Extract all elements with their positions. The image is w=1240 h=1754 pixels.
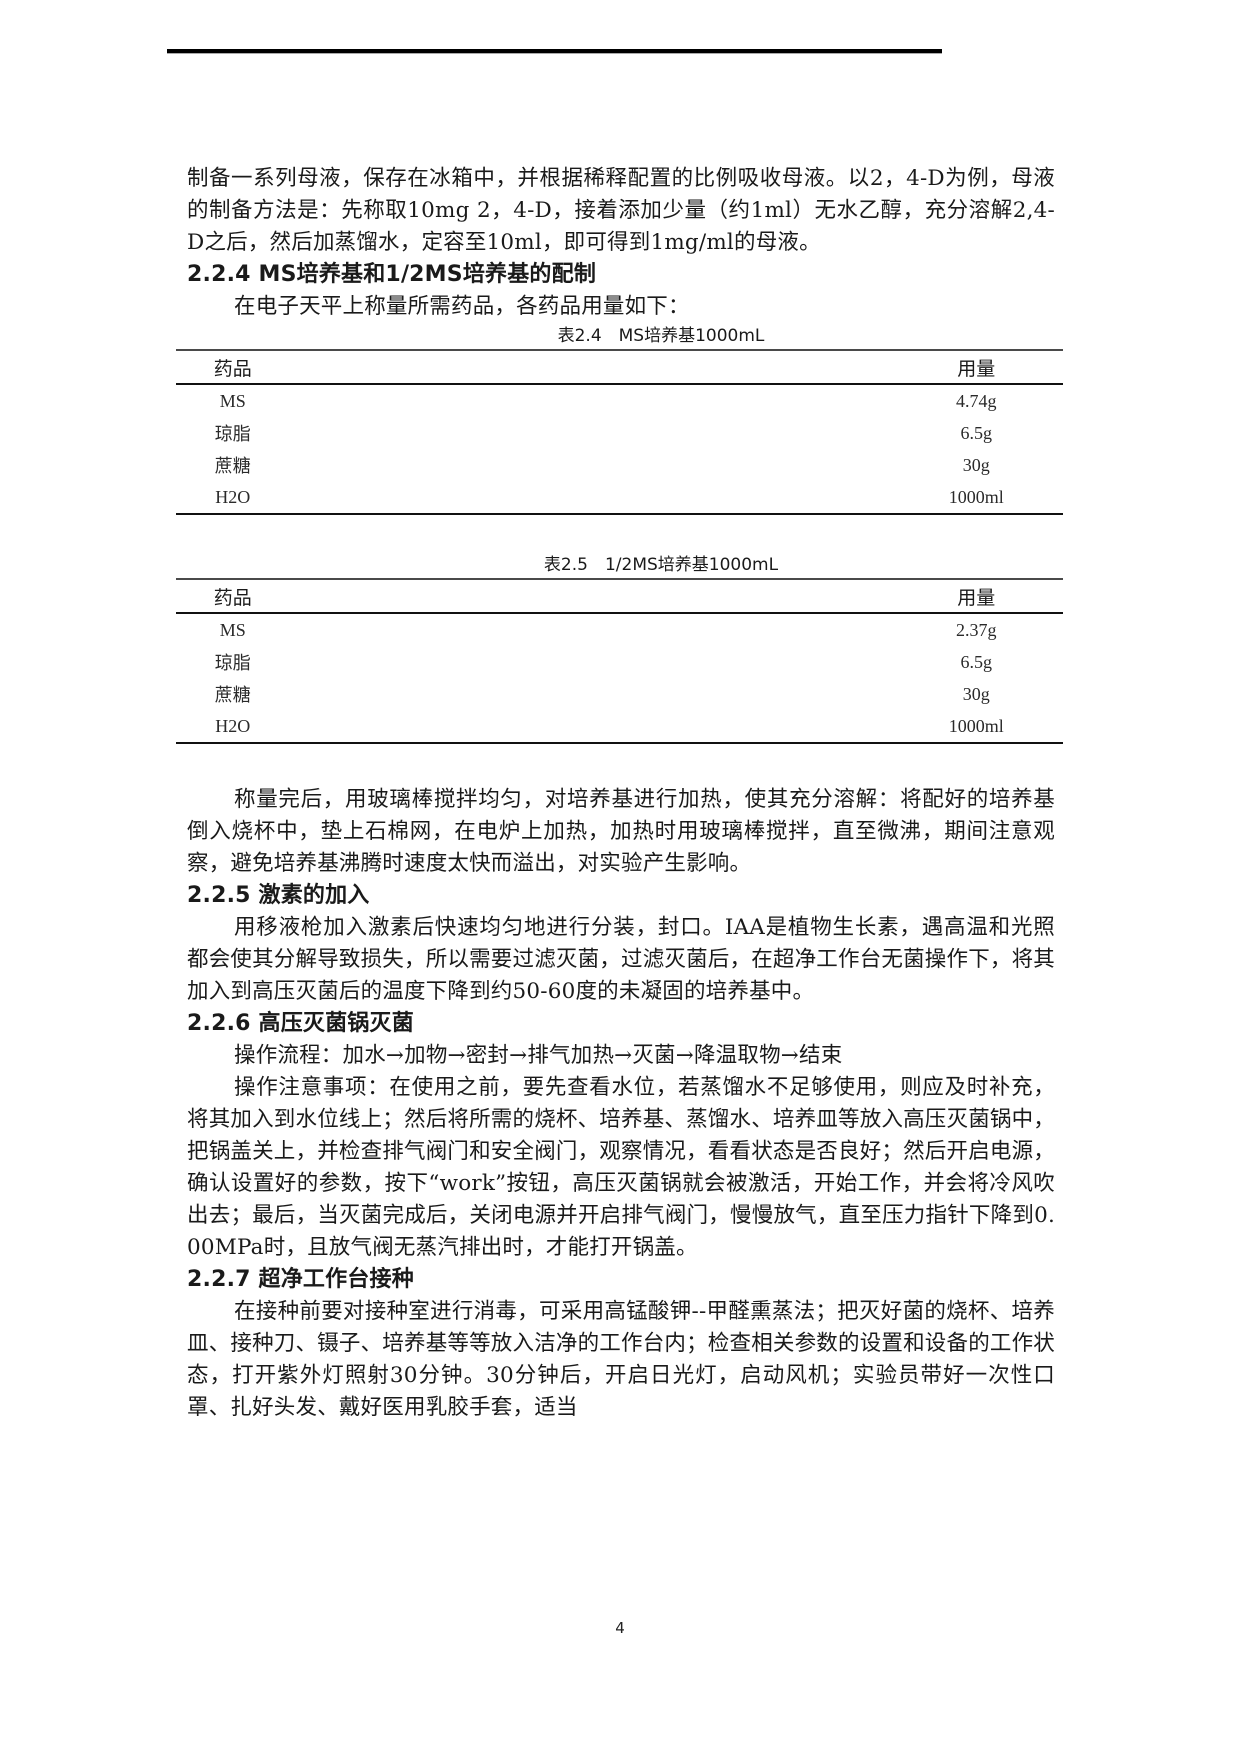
section-2-2-4-after-paragraph: 称量完后，用玻璃棒搅拌均匀，对培养基进行加热，使其充分溶解：将配好的培养基倒入烧… (187, 787, 1055, 876)
cell-amount: 6.5g (960, 422, 993, 443)
cell-amount: 30g (962, 683, 990, 704)
table-header-row: 药品 用量 (176, 349, 1063, 385)
table-row: H2O 1000ml (176, 710, 1063, 744)
table-row: MS 4.74g (176, 384, 1063, 417)
cell-reagent: H2O (176, 481, 620, 515)
cell-reagent: 琼脂 (214, 653, 251, 673)
table-spacer (187, 515, 1055, 552)
table-2-4: 药品 用量 MS 4.74g 琼脂 6.5g 蔗糖 30g H2O (176, 349, 1063, 515)
table-2-4-wrap: 药品 用量 MS 4.74g 琼脂 6.5g 蔗糖 30g H2O (176, 349, 1063, 515)
cell-reagent: 蔗糖 (214, 456, 251, 476)
table-2-4-caption: 表2.4 MS培养基1000mL (557, 326, 765, 346)
section-heading-2-2-5: 2.2.5 激素的加入 (187, 883, 370, 908)
cell-reagent: MS (219, 390, 246, 411)
column-header-reagent: 药品 (176, 578, 620, 614)
column-header-amount: 用量 (619, 349, 1063, 385)
cell-reagent: 蔗糖 (214, 685, 251, 705)
page-number: 4 (615, 1619, 625, 1637)
paragraph-spacer (187, 744, 1055, 784)
cell-amount: 30g (962, 454, 990, 475)
cell-amount: 1000ml (619, 710, 1063, 744)
column-header-amount: 用量 (619, 578, 1063, 614)
table-2-5-caption: 表2.5 1/2MS培养基1000mL (543, 555, 779, 575)
page-content: 制备一系列母液，保存在冰箱中，并根据稀释配置的比例吸收母液。以2，4-D为例，母… (176, 163, 1063, 1424)
table-2-5-wrap: 药品 用量 MS 2.37g 琼脂 6.5g 蔗糖 30g H2O (176, 578, 1063, 744)
cell-amount: 6.5g (960, 651, 993, 672)
table-row: 琼脂 6.5g (176, 646, 1063, 678)
column-header-reagent: 药品 (176, 349, 620, 385)
intro-paragraph: 制备一系列母液，保存在冰箱中，并根据稀释配置的比例吸收母液。以2，4-D为例，母… (187, 166, 1055, 255)
section-2-2-6-flow: 操作流程：加水→加物→密封→排气加热→灭菌→降温取物→结束 (234, 1043, 843, 1068)
cell-reagent: 琼脂 (214, 424, 251, 444)
section-heading-2-2-7: 2.2.7 超净工作台接种 (187, 1267, 414, 1292)
section-heading-2-2-6: 2.2.6 高压灭菌锅灭菌 (187, 1011, 414, 1036)
cell-reagent: H2O (176, 710, 620, 744)
header-rule (167, 49, 942, 54)
table-row: 琼脂 6.5g (176, 417, 1063, 449)
section-heading-2-2-4: 2.2.4 MS培养基和1/2MS培养基的配制 (187, 262, 597, 287)
section-2-2-5-paragraph: 用移液枪加入激素后快速均匀地进行分装，封口。IAA是植物生长素，遇高温和光照都会… (187, 915, 1056, 1004)
cell-amount: 1000ml (619, 481, 1063, 515)
table-row: 蔗糖 30g (176, 678, 1063, 710)
table-row: 蔗糖 30g (176, 449, 1063, 481)
cell-amount: 4.74g (956, 390, 997, 411)
table-header-row: 药品 用量 (176, 578, 1063, 614)
table-row: MS 2.37g (176, 613, 1063, 646)
cell-reagent: MS (219, 619, 246, 640)
section-2-2-4-intro: 在电子天平上称量所需药品，各药品用量如下： (234, 294, 690, 319)
section-2-2-7-paragraph: 在接种前要对接种室进行消毒，可采用高锰酸钾--甲醛熏蒸法；把灭好菌的烧杯、培养皿… (187, 1299, 1056, 1420)
section-2-2-6-notes: 操作注意事项：在使用之前，要先查看水位，若蒸馏水不足够使用，则应及时补充，将其加… (187, 1075, 1056, 1260)
cell-amount: 2.37g (956, 619, 997, 640)
table-row: H2O 1000ml (176, 481, 1063, 515)
table-2-5: 药品 用量 MS 2.37g 琼脂 6.5g 蔗糖 30g H2O (176, 578, 1063, 744)
